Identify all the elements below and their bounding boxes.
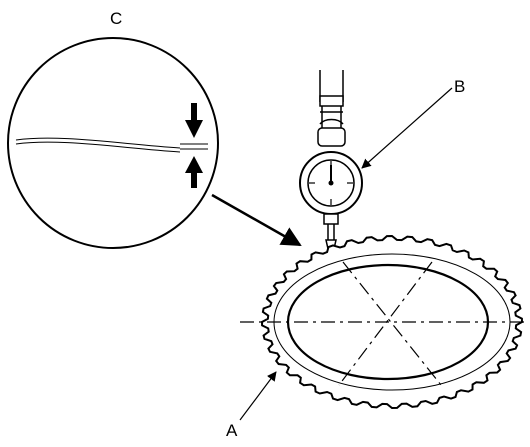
plate-edge-lower bbox=[15, 141, 181, 153]
callout-a-leader bbox=[239, 371, 277, 421]
callout-c-label: C bbox=[110, 9, 123, 28]
callout-a-label: A bbox=[226, 421, 238, 440]
plate-edge-upper bbox=[15, 137, 181, 149]
warpage-arrows bbox=[185, 103, 203, 188]
clutch-disc bbox=[240, 234, 525, 410]
detail-leader-line bbox=[211, 193, 302, 247]
center-lines bbox=[240, 261, 525, 386]
detail-view-c bbox=[7, 37, 219, 249]
callout-b-label: B bbox=[454, 77, 466, 96]
callout-b-leader bbox=[361, 87, 453, 169]
dial-indicator bbox=[299, 70, 363, 263]
